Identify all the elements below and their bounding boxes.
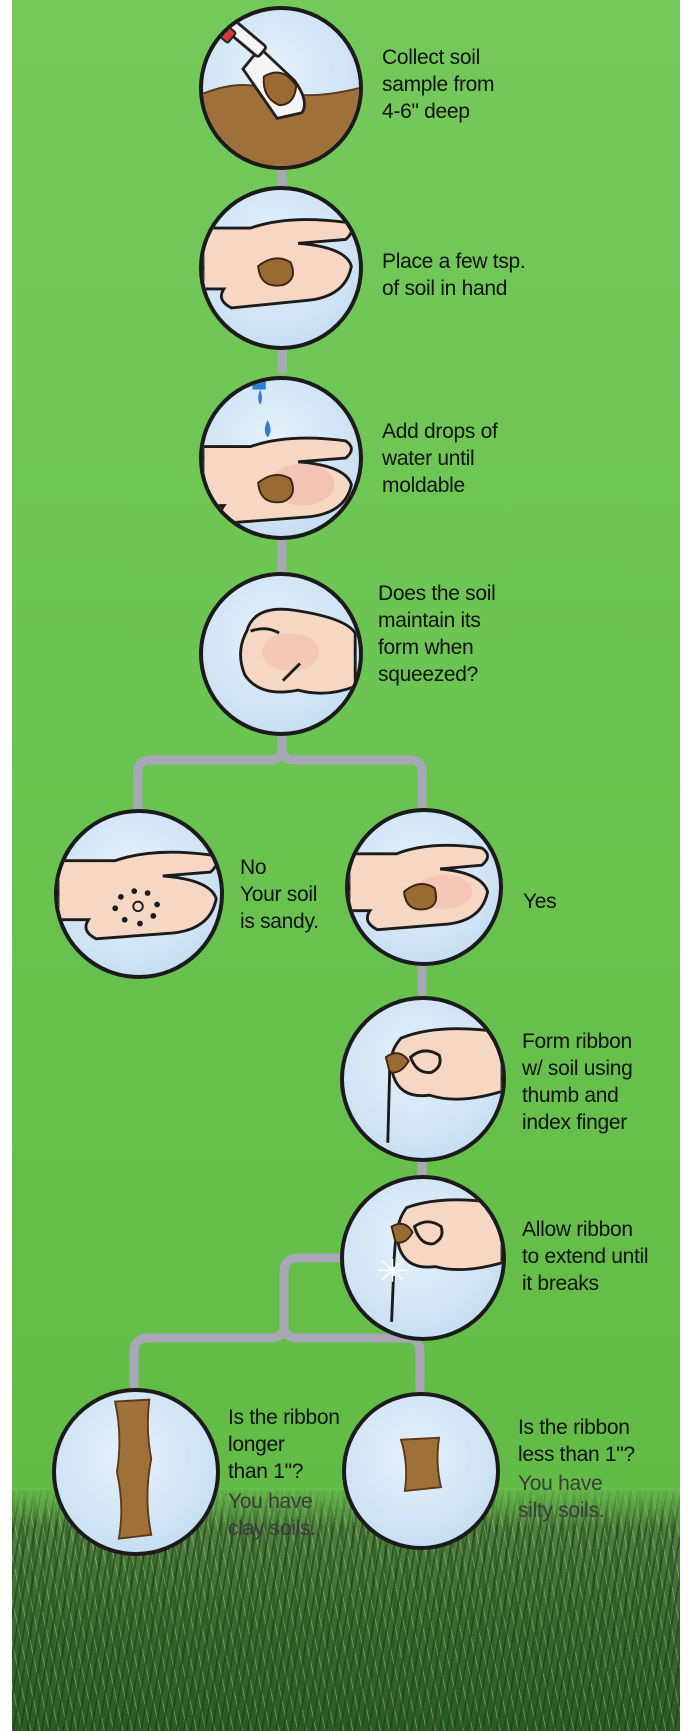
connector-branch-yes (282, 748, 422, 808)
silty-answer-label: You have silty soils. (518, 1470, 604, 1524)
form-ribbon-node (340, 996, 506, 1162)
extend-ribbon-node (340, 1175, 506, 1341)
green-panel: Collect soil sample from 4-6" deep Place… (12, 0, 680, 1731)
yes-node (345, 808, 503, 966)
place-soil-node (199, 186, 363, 350)
clay-question-label: Is the ribbon longer than 1"? (228, 1404, 340, 1485)
squeeze-question-label: Does the soil maintain its form when squ… (378, 580, 496, 688)
silty-soil-node (342, 1392, 500, 1550)
soil-trowel-icon (203, 10, 359, 166)
sandy-soil-hand-icon (58, 813, 220, 975)
place-soil-label: Place a few tsp. of soil in hand (382, 248, 525, 302)
sandy-soil-node (54, 809, 224, 979)
silty-question-label: Is the ribbon less than 1"? (518, 1414, 635, 1468)
connector-extend-branch (284, 1258, 342, 1326)
yes-label: Yes (523, 888, 556, 915)
long-ribbon-icon (56, 1392, 216, 1552)
form-ribbon-label: Form ribbon w/ soil using thumb and inde… (522, 1028, 632, 1136)
collect-soil-node (199, 6, 363, 170)
connector-branch-left (134, 1326, 284, 1385)
add-water-label: Add drops of water until moldable (382, 418, 497, 499)
ribbon-fingers-icon (344, 1000, 502, 1158)
extend-ribbon-label: Allow ribbon to extend until it breaks (522, 1216, 648, 1297)
clay-answer-label: You have clay soils. (228, 1488, 316, 1542)
fist-squeeze-icon (203, 576, 359, 732)
short-ribbon-icon (346, 1396, 496, 1546)
ribbon-break-icon (344, 1179, 502, 1337)
sandy-soil-label: No Your soil is sandy. (240, 854, 319, 935)
hand-with-soil-icon-yes (349, 812, 499, 962)
clay-soil-node (52, 1388, 220, 1556)
collect-soil-label: Collect soil sample from 4-6" deep (382, 44, 494, 125)
water-drop-hand-icon (203, 380, 359, 536)
add-water-node (199, 376, 363, 540)
squeeze-question-node (199, 572, 363, 736)
hand-with-soil-icon (203, 190, 359, 346)
